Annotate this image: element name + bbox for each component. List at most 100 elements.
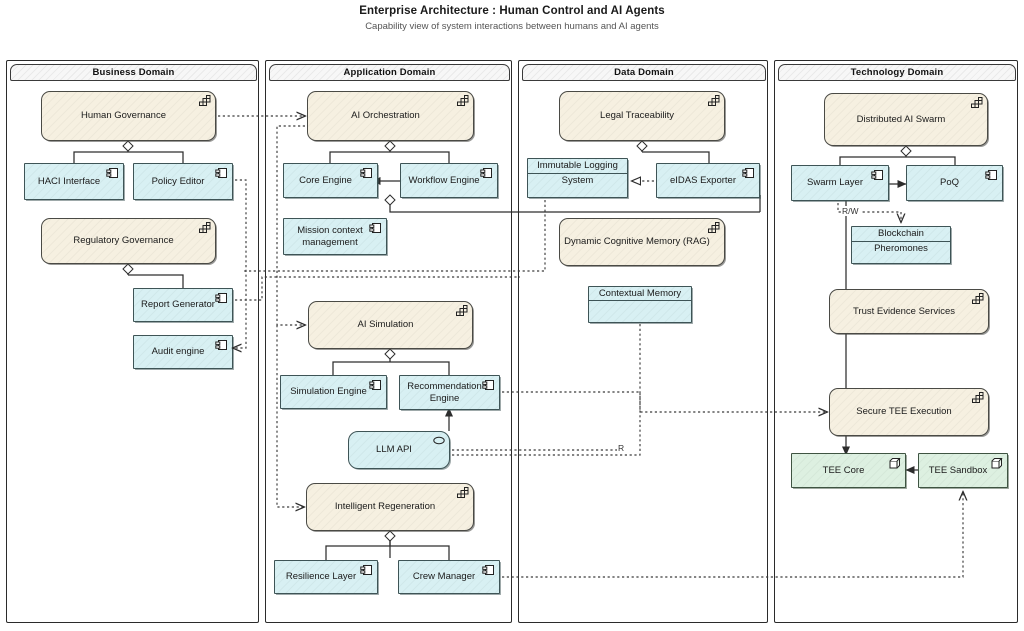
capability-grid-icon [707, 95, 721, 108]
element-crew-manager[interactable]: Crew Manager [398, 560, 500, 594]
element-mission-context-management[interactable]: Mission context management [283, 218, 387, 255]
element-label: Core Engine [299, 174, 352, 186]
element-label: Simulation Engine [290, 386, 367, 398]
device-box-icon [990, 457, 1004, 470]
capability-grid-icon [971, 293, 985, 306]
capability-grid-icon [198, 222, 212, 235]
element-legal-traceability[interactable]: Legal Traceability [559, 91, 725, 141]
panel-title-technology: Technology Domain [850, 67, 944, 78]
component-icon [360, 167, 374, 180]
element-recommendation-engine[interactable]: Recommendation Engine [399, 375, 500, 410]
element-label-line1: Blockchain [852, 228, 950, 242]
element-label-line2: System [561, 174, 594, 186]
panel-header-technology: Technology Domain [778, 64, 1016, 81]
element-label: Dynamic Cognitive Memory (RAG) [564, 236, 710, 248]
component-icon [985, 169, 999, 182]
component-icon [215, 339, 229, 352]
element-intelligent-regeneration[interactable]: Intelligent Regeneration [306, 483, 474, 531]
edge-label-swarm-blockchain: R/W [841, 206, 860, 216]
capability-grid-icon [971, 392, 985, 405]
element-ai-simulation[interactable]: AI Simulation [308, 301, 473, 349]
component-icon [369, 222, 383, 235]
service-oval-icon [432, 435, 446, 448]
element-label: Report Generator [141, 299, 215, 311]
capability-grid-icon [456, 487, 470, 500]
page-title: Enterprise Architecture : Human Control … [359, 5, 665, 17]
panel-title-application: Application Domain [343, 67, 436, 78]
title-block: Enterprise Architecture : Human Control … [0, 4, 1024, 34]
element-simulation-engine[interactable]: Simulation Engine [280, 375, 387, 409]
element-dynamic-cognitive-memory[interactable]: Dynamic Cognitive Memory (RAG) [559, 218, 725, 266]
element-label: PoQ [939, 177, 959, 189]
element-label: Contextual Memory [589, 287, 691, 301]
element-secure-tee-execution[interactable]: Secure TEE Execution [829, 388, 989, 436]
element-core-engine[interactable]: Core Engine [283, 163, 378, 198]
element-label: TEE Sandbox [928, 464, 988, 476]
element-tee-core[interactable]: TEE Core [791, 453, 906, 488]
capability-grid-icon [970, 97, 984, 110]
element-tee-sandbox[interactable]: TEE Sandbox [918, 453, 1008, 488]
component-icon [360, 564, 374, 577]
element-contextual-memory[interactable]: Contextual Memory [588, 286, 692, 323]
element-label: Distributed AI Swarm [856, 113, 946, 125]
element-label: Swarm Layer [807, 177, 863, 189]
element-label: Crew Manager [412, 571, 476, 583]
element-trust-evidence-services[interactable]: Trust Evidence Services [829, 289, 989, 334]
element-policy-editor[interactable]: Policy Editor [133, 163, 233, 200]
element-report-generator[interactable]: Report Generator [133, 288, 233, 322]
component-icon [215, 292, 229, 305]
element-blockchain-pheromones[interactable]: Blockchain Pheromones [851, 226, 951, 264]
element-poq[interactable]: PoQ [906, 165, 1003, 201]
page-subtitle: Capability view of system interactions b… [365, 21, 659, 32]
panel-title-business: Business Domain [92, 67, 175, 78]
element-label: AI Orchestration [351, 110, 420, 122]
element-label: HACI Interface [37, 175, 101, 187]
component-icon [215, 167, 229, 180]
element-label-line1: Immutable Logging [528, 160, 627, 174]
element-haci-interface[interactable]: HACI Interface [24, 163, 124, 200]
element-swarm-layer[interactable]: Swarm Layer [791, 165, 889, 201]
element-label: eIDAS Exporter [670, 174, 736, 186]
component-icon [106, 167, 120, 180]
element-label: Trust Evidence Services [852, 305, 956, 317]
element-label-line2: Pheromones [874, 242, 928, 254]
component-icon [871, 169, 885, 182]
capability-grid-icon [455, 305, 469, 318]
capability-grid-icon [707, 222, 721, 235]
component-icon [742, 167, 756, 180]
element-label: Human Governance [80, 110, 167, 122]
element-audit-engine[interactable]: Audit engine [133, 335, 233, 369]
element-resilience-layer[interactable]: Resilience Layer [274, 560, 378, 594]
component-icon [482, 379, 496, 392]
element-label: Audit engine [151, 346, 205, 358]
element-ai-orchestration[interactable]: AI Orchestration [307, 91, 474, 141]
element-label: Immutable Logging System [528, 159, 627, 187]
panel-header-application: Application Domain [269, 64, 510, 81]
element-label: TEE Core [822, 464, 865, 476]
element-label: Legal Traceability [600, 110, 674, 122]
component-icon [369, 379, 383, 392]
element-label: Recommendation Engine [407, 381, 482, 404]
element-llm-api[interactable]: LLM API [348, 431, 450, 469]
element-label: Workflow Engine [408, 174, 480, 186]
capability-grid-icon [456, 95, 470, 108]
element-label: LLM API [376, 444, 412, 456]
panel-title-data: Data Domain [614, 67, 674, 78]
component-icon [480, 167, 494, 180]
device-box-icon [888, 457, 902, 470]
element-label: Policy Editor [151, 175, 205, 187]
element-label: AI Simulation [357, 319, 414, 331]
element-regulatory-governance[interactable]: Regulatory Governance [41, 218, 216, 264]
element-eidas-exporter[interactable]: eIDAS Exporter [656, 163, 760, 198]
element-workflow-engine[interactable]: Workflow Engine [400, 163, 498, 198]
capability-grid-icon [198, 95, 212, 108]
element-label: Regulatory Governance [73, 235, 174, 247]
element-distributed-ai-swarm[interactable]: Distributed AI Swarm [824, 93, 988, 146]
element-label: Mission context management [297, 225, 363, 248]
component-icon [482, 564, 496, 577]
element-label: Resilience Layer [285, 571, 357, 583]
element-human-governance[interactable]: Human Governance [41, 91, 216, 141]
element-immutable-logging-system[interactable]: Immutable Logging System [527, 158, 628, 198]
